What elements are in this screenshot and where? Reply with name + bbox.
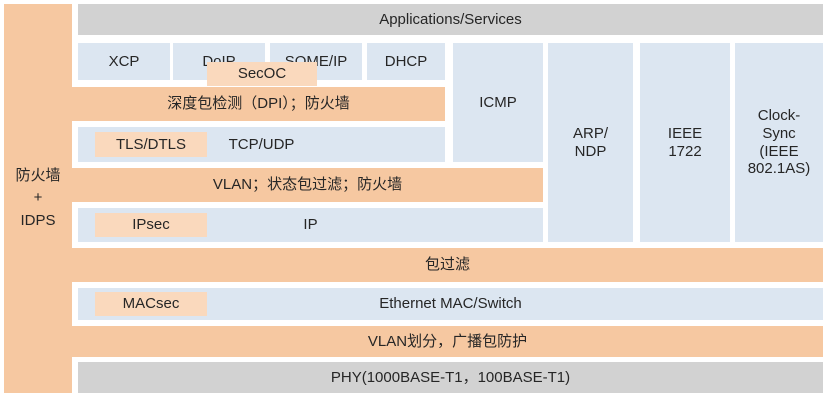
vlan-divide-broadcast-protect-bar: VLAN划分，广播包防护: [72, 326, 823, 357]
ieee1722-column: IEEE 1722: [640, 43, 730, 242]
icmp-column: ICMP: [453, 43, 543, 162]
clock-sync-column: Clock- Sync (IEEE 802.1AS): [735, 43, 823, 242]
tls-dtls-box: TLS/DTLS: [95, 132, 207, 157]
ipsec-box: IPsec: [95, 213, 207, 237]
firewall-idps-side-bar: 防火墙 + IDPS: [4, 4, 72, 393]
ethernet-mac-switch-row: MACsec Ethernet MAC/Switch: [78, 288, 823, 320]
secoc-overlay-box: SecOC: [207, 62, 317, 86]
ip-label: IP: [303, 216, 318, 234]
packet-filter-bar: 包过滤: [72, 248, 823, 282]
arp-ndp-column: ARP/ NDP: [548, 43, 633, 242]
dpi-firewall-bar: 深度包检测（DPI）；防火墙: [72, 87, 445, 121]
applications-services-bar: Applications/Services: [78, 4, 823, 35]
phy-bar: PHY(1000BASE-T1，100BASE-T1): [78, 362, 823, 393]
xcp-box: XCP: [78, 43, 170, 80]
dhcp-box: DHCP: [367, 43, 445, 80]
ip-row: IPsec IP: [78, 208, 543, 242]
vlan-stateful-filter-firewall-bar: VLAN；状态包过滤；防火墙: [72, 168, 543, 202]
ethernet-mac-switch-label: Ethernet MAC/Switch: [379, 295, 522, 313]
tcp-udp-row: TLS/DTLS TCP/UDP: [78, 127, 445, 162]
tcp-udp-label: TCP/UDP: [228, 135, 295, 153]
macsec-box: MACsec: [95, 292, 207, 316]
